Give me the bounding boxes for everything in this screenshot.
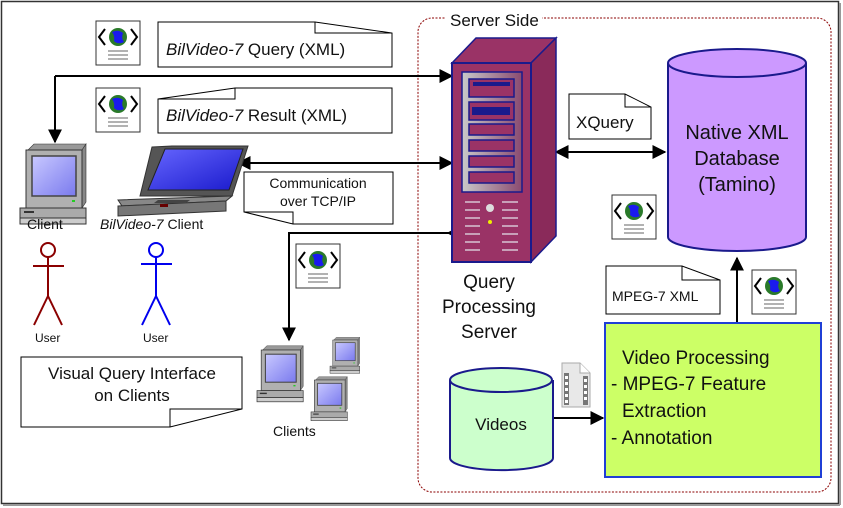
- laptop-icon: [117, 145, 249, 217]
- xquery-label: XQuery: [576, 113, 634, 132]
- desktop-computer-icon: [19, 143, 87, 225]
- video-processing-item1-cont: Extraction: [622, 401, 706, 422]
- video-processing-box: [604, 322, 822, 478]
- svg-text:BilVideo-7 Query (XML): BilVideo-7 Query (XML): [166, 40, 345, 59]
- query-message-label: Query (XML): [243, 40, 345, 59]
- result-message-label: Result (XML): [243, 106, 347, 125]
- desktop-computer-icon: [310, 376, 348, 422]
- xml-document-icon: [295, 243, 341, 289]
- visual-query-line2: on Clients: [94, 386, 170, 405]
- video-processing-title: Video Processing: [622, 348, 770, 369]
- result-message-prefix: BilVideo-7: [166, 106, 244, 125]
- videos-label: Videos: [475, 415, 527, 434]
- xml-document-icon: [751, 269, 797, 315]
- client-label: Client: [27, 216, 63, 232]
- query-message-note: BilVideo-7 Query (XML): [157, 21, 393, 68]
- bilvideo-client-prefix: BilVideo-7: [100, 216, 165, 232]
- desktop-computer-icon: [256, 345, 304, 403]
- server-label-line3: Server: [461, 322, 518, 343]
- xml-document-icon: [95, 20, 141, 66]
- svg-text:BilVideo-7 Result (XML): BilVideo-7 Result (XML): [166, 106, 347, 125]
- server-side-region: [417, 17, 832, 493]
- xquery-note: XQuery: [568, 93, 652, 140]
- server-label-line1: Query: [463, 272, 515, 293]
- tcp-note-line2: over TCP/IP: [280, 193, 356, 209]
- query-message-prefix: BilVideo-7: [166, 40, 244, 59]
- server-side-label: Server Side: [450, 11, 539, 30]
- tcp-note-line1: Communication: [269, 175, 366, 191]
- xml-document-icon: [95, 87, 141, 133]
- visual-query-interface-note: Visual Query Interface on Clients: [20, 356, 243, 428]
- user-stick-figure-icon: [141, 242, 172, 326]
- clients-arrow: [282, 232, 452, 342]
- video-processing-item2: - Annotation: [611, 428, 712, 449]
- database-label-line1: Native XML: [685, 122, 788, 144]
- bilvideo-client-label: Client: [164, 216, 204, 232]
- xml-document-icon: [611, 194, 657, 240]
- mpeg7-xml-note: MPEG-7 XML: [605, 265, 721, 315]
- result-message-note: BilVideo-7 Result (XML): [157, 87, 393, 134]
- database-cylinder-icon: [667, 48, 807, 252]
- video-file-icon: [561, 362, 591, 408]
- tcp-communication-note: Communication over TCP/IP: [243, 171, 394, 225]
- database-label-line3: (Tamino): [698, 174, 776, 196]
- server-tower-icon: [450, 36, 558, 264]
- desktop-computer-icon: [329, 336, 361, 374]
- user2-label: User: [143, 331, 168, 345]
- visual-query-line1: Visual Query Interface: [48, 364, 216, 383]
- video-processing-item1: - MPEG-7 Feature: [611, 374, 766, 395]
- mpeg7-xml-label: MPEG-7 XML: [612, 288, 699, 304]
- clients-label: Clients: [273, 423, 316, 439]
- server-label-line2: Processing: [442, 297, 536, 318]
- videos-database-icon: [449, 367, 554, 472]
- user1-label: User: [35, 331, 60, 345]
- svg-text:BilVideo-7 Client: BilVideo-7 Client: [100, 216, 203, 232]
- database-label-line2: Database: [694, 148, 780, 170]
- user-stick-figure-icon: [33, 242, 64, 326]
